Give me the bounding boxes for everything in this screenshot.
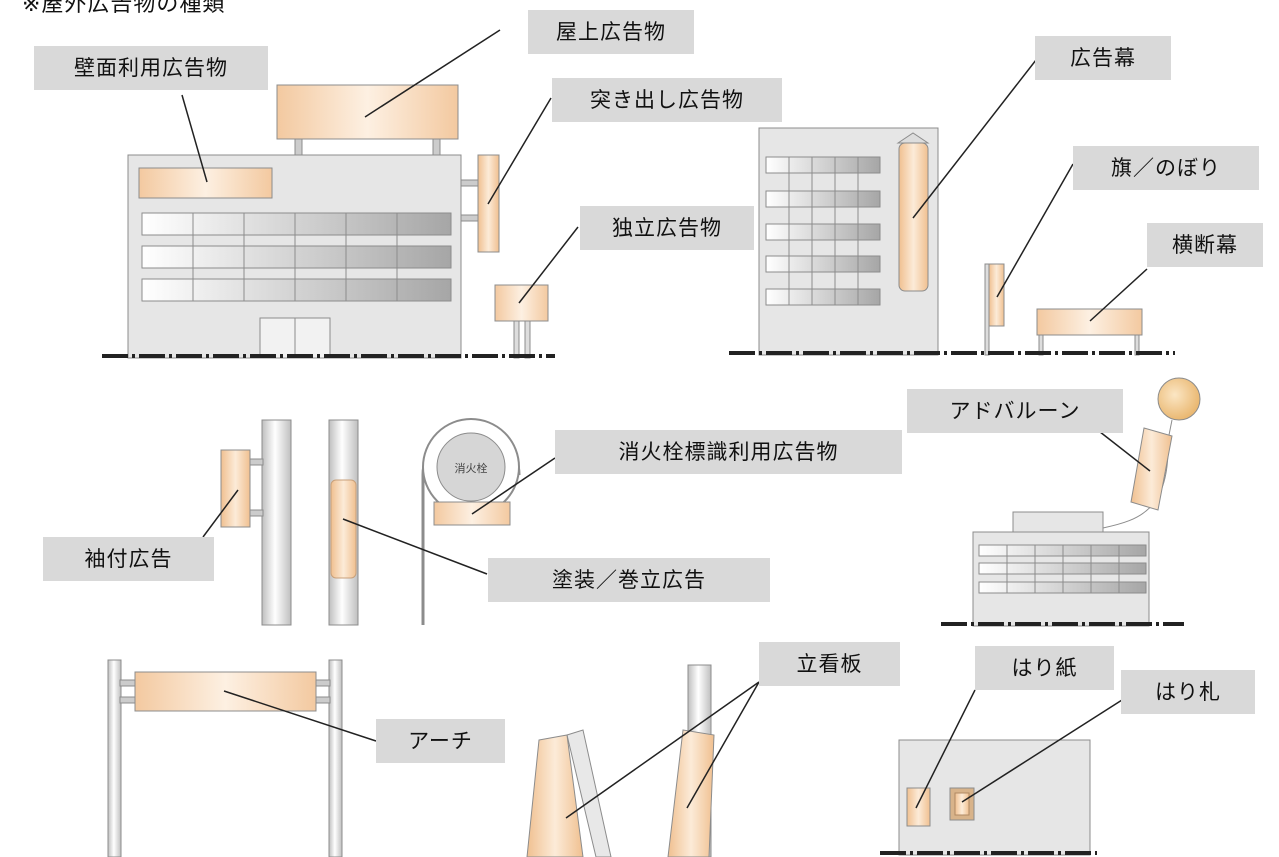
label-poster-paper: はり紙 [975, 646, 1114, 690]
page-title: ※屋外広告物の種類 [22, 0, 226, 17]
label-arch: アーチ [376, 719, 505, 763]
pole-scene: 消火栓 [220, 418, 521, 626]
standing-board-scene [526, 664, 715, 857]
wrapped-ad [330, 479, 357, 579]
label-standing-board: 立看板 [759, 642, 900, 686]
label-hydrant-ad: 消火栓標識利用広告物 [555, 430, 902, 474]
banner-scene [729, 127, 1175, 356]
label-horizontal-banner: 横断幕 [1147, 223, 1263, 267]
label-standalone: 独立広告物 [580, 206, 754, 250]
left-pole [261, 419, 292, 626]
leader-lines [181, 29, 1151, 819]
label-side-sign: 袖付広告 [43, 537, 214, 581]
standing-board-b [667, 729, 715, 857]
standing-board-a-back [566, 729, 612, 857]
label-projecting: 突き出し広告物 [552, 78, 782, 122]
wall-sign [138, 167, 273, 199]
label-ad-balloon: アドバルーン [907, 389, 1123, 433]
building-scene [102, 84, 555, 359]
label-rooftop: 屋上広告物 [528, 10, 694, 54]
balloon-banner [1130, 427, 1173, 511]
label-wrapped-ad: 塗装／巻立広告 [488, 558, 770, 602]
hydrant-sign-text: 消火栓 [455, 461, 488, 475]
banner-building-windows [765, 156, 881, 306]
poster-scene [880, 739, 1097, 856]
poster-wall [898, 739, 1091, 856]
side-sign [220, 449, 251, 528]
label-ad-curtain: 広告幕 [1035, 36, 1171, 80]
building-windows [141, 212, 452, 302]
flag [988, 263, 1005, 327]
hydrant-sign [436, 432, 506, 502]
rooftop-sign [276, 84, 459, 140]
arch-scene [107, 659, 343, 857]
horizontal-banner [1036, 308, 1143, 336]
balloon [1157, 377, 1201, 421]
label-flag: 旗／のぼり [1073, 146, 1259, 190]
label-poster-tag: はり札 [1121, 670, 1255, 714]
balloon-scene [941, 377, 1201, 627]
standing-board-a [526, 734, 584, 857]
label-wall: 壁面利用広告物 [34, 46, 268, 90]
standalone-sign [494, 284, 549, 322]
poster-paper [906, 787, 931, 827]
